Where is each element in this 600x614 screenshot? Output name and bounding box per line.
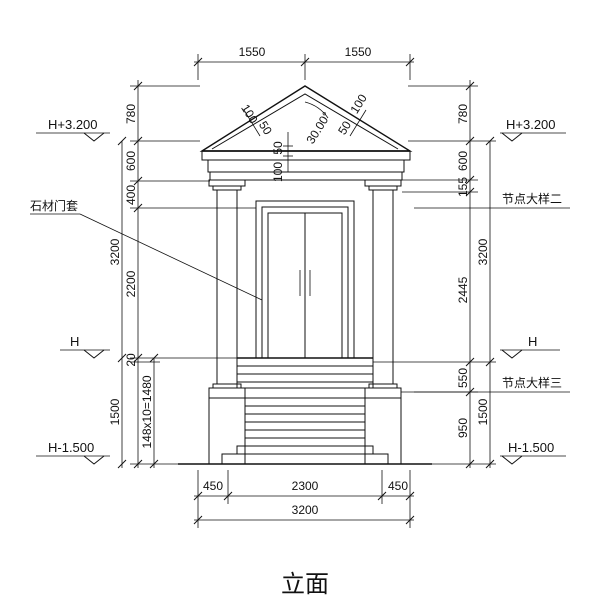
dim-left-780: 780 xyxy=(124,104,138,124)
dim-right-550: 550 xyxy=(456,368,470,388)
dim-right-1500: 1500 xyxy=(476,398,490,425)
right-column xyxy=(364,179,402,399)
drawing-caption: 立面 xyxy=(281,570,329,598)
dim-left-20: 20 xyxy=(124,353,138,367)
dim-left-steps: 148x10=1480 xyxy=(140,375,154,448)
detail-lower-label: 节点大样三 xyxy=(502,375,562,390)
dim-left-2200: 2200 xyxy=(124,270,138,297)
pediment: 100 50 100 50 30.00° 50 100 xyxy=(199,85,413,182)
pediment-dim-mid-a: 50 xyxy=(271,141,285,155)
bottom-dimension-chains: 450 2300 450 3200 xyxy=(193,470,415,528)
right-dimension-chains: 780 600 155 2445 3200 550 950 1500 xyxy=(373,80,496,469)
stone-surround-callout: 石材门套 xyxy=(30,198,263,301)
detail-callouts: 节点大样二 节点大样三 xyxy=(414,191,570,393)
dim-right-600: 600 xyxy=(456,151,470,171)
dim-right-2445: 2445 xyxy=(456,276,470,303)
dim-left-400: 400 xyxy=(124,185,138,205)
pediment-dim-mid-b: 100 xyxy=(271,162,285,182)
level-right-ground: H xyxy=(528,334,537,349)
dim-top-right: 1550 xyxy=(345,45,372,59)
door xyxy=(237,200,373,359)
dim-bottom-right: 450 xyxy=(388,479,408,493)
stone-surround-label: 石材门套 xyxy=(30,198,78,213)
dim-bottom-left: 450 xyxy=(203,479,223,493)
steps xyxy=(178,357,432,465)
dim-bottom-middle: 2300 xyxy=(292,479,319,493)
dim-right-155: 155 xyxy=(456,177,470,197)
dim-right-950: 950 xyxy=(456,418,470,438)
dim-bottom-total: 3200 xyxy=(292,503,319,517)
level-right-top: H+3.200 xyxy=(506,117,556,132)
top-dimension-chain: 1550 1550 xyxy=(193,45,415,80)
level-right-bottom: H-1.500 xyxy=(508,440,554,455)
left-dimension-chains: 780 600 400 3200 2200 20 1500 148x10=148… xyxy=(108,80,256,469)
dim-left-3200: 3200 xyxy=(108,238,122,265)
dim-left-1500: 1500 xyxy=(108,398,122,425)
pediment-angle: 30.00° xyxy=(303,109,333,146)
level-markers-left: H+3.200 H H-1.500 xyxy=(36,117,110,465)
pediment-dim-right-a: 100 xyxy=(347,91,370,116)
dim-right-3200: 3200 xyxy=(476,238,490,265)
detail-upper-label: 节点大样二 xyxy=(502,191,562,206)
dim-right-780: 780 xyxy=(456,104,470,124)
level-markers-right: H+3.200 H H-1.500 xyxy=(500,117,566,465)
level-left-bottom: H-1.500 xyxy=(48,440,94,455)
dim-top-left: 1550 xyxy=(239,45,266,59)
level-left-top: H+3.200 xyxy=(48,117,98,132)
dim-left-600: 600 xyxy=(124,151,138,171)
level-left-ground: H xyxy=(70,334,79,349)
